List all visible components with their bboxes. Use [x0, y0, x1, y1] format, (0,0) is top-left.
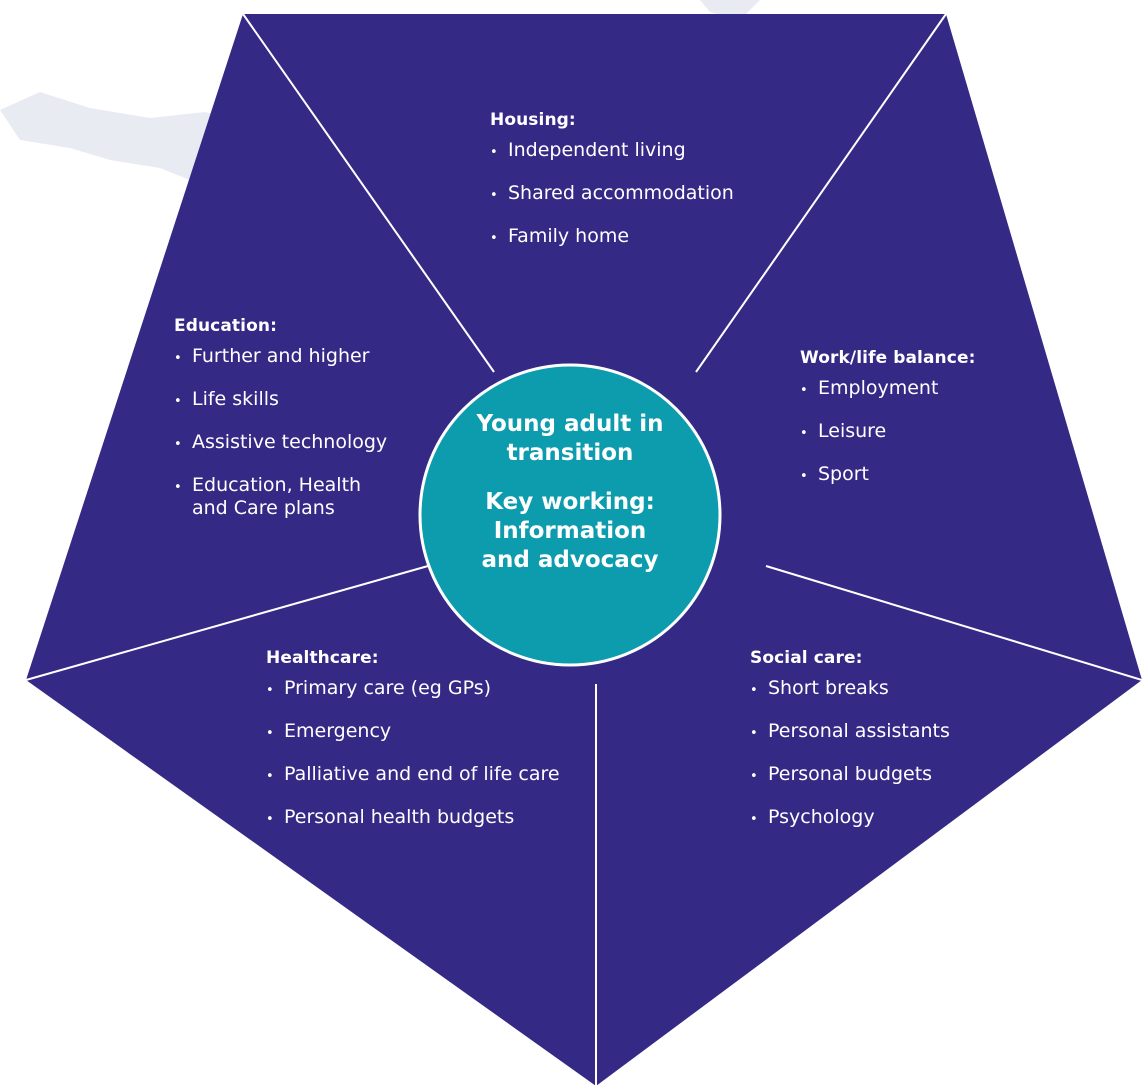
list-item: Education, Health and Care plans — [174, 475, 382, 518]
center-subtitle-line: and advocacy — [481, 547, 659, 573]
education-title: Education: — [174, 316, 277, 336]
list-item: Leisure — [800, 421, 1030, 444]
center-subtitle-line: Key working: — [485, 489, 655, 515]
housing-list: Independent living Shared accommodation … — [490, 140, 790, 249]
list-item: Personal health budgets — [266, 807, 596, 830]
social-care-title: Social care: — [750, 648, 863, 668]
list-item: Psychology — [750, 807, 1010, 830]
list-item: Independent living — [490, 140, 790, 163]
healthcare-list: Primary care (eg GPs) Emergency Palliati… — [266, 678, 596, 830]
list-item: Emergency — [266, 721, 596, 744]
healthcare-section: Healthcare: Primary care (eg GPs) Emerge… — [266, 648, 596, 850]
work-life-title: Work/life balance: — [800, 348, 976, 368]
social-care-list: Short breaks Personal assistants Persona… — [750, 678, 1010, 830]
center-title-line: Young adult in — [476, 411, 664, 437]
work-life-section: Work/life balance: Employment Leisure Sp… — [800, 348, 1030, 507]
healthcare-title: Healthcare: — [266, 648, 379, 668]
center-hub — [418, 363, 722, 667]
divider-right — [765, 565, 1142, 681]
list-item: Life skills — [174, 389, 404, 412]
center-subtitle-line: Information — [493, 518, 647, 544]
list-item: Employment — [800, 378, 1030, 401]
education-list: Further and higher Life skills Assistive… — [174, 346, 404, 518]
social-care-section: Social care: Short breaks Personal assis… — [750, 648, 1010, 850]
list-item: Assistive technology — [174, 432, 404, 455]
housing-title: Housing: — [490, 110, 576, 130]
list-item: Sport — [800, 464, 1030, 487]
list-item: Palliative and end of life care — [266, 764, 596, 787]
list-item: Shared accommodation — [490, 183, 790, 206]
center-title-line: transition — [506, 440, 634, 466]
divider-left — [25, 565, 429, 681]
list-item: Short breaks — [750, 678, 1010, 701]
list-item: Personal assistants — [750, 721, 1010, 744]
background-map-shape — [0, 92, 255, 188]
list-item: Primary care (eg GPs) — [266, 678, 596, 701]
housing-section: Housing: Independent living Shared accom… — [490, 110, 790, 269]
list-item: Family home — [490, 226, 790, 249]
list-item: Further and higher — [174, 346, 404, 369]
divider-top-left — [242, 13, 495, 373]
divider-top-right — [695, 13, 947, 373]
education-section: Education: Further and higher Life skill… — [174, 316, 404, 538]
work-life-list: Employment Leisure Sport — [800, 378, 1030, 487]
center-label: Young adult in transition Key working: I… — [452, 410, 688, 575]
list-item: Personal budgets — [750, 764, 1010, 787]
